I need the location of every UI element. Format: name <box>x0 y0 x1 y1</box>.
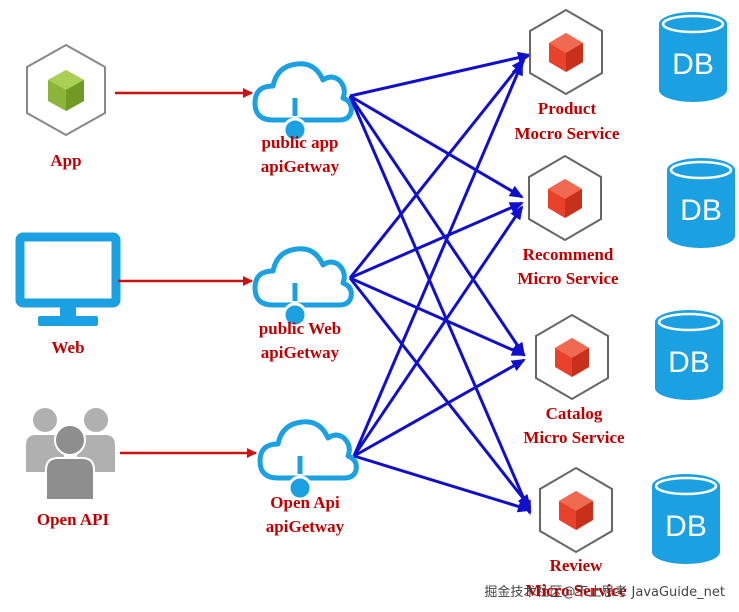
service-box-icon-4 <box>539 466 613 554</box>
client-label-web: Web <box>51 338 84 357</box>
service-3-line2: Micro Service <box>523 428 625 447</box>
database-icon-4: DB <box>652 474 720 564</box>
arrow-gw3-to-recommend <box>352 205 524 457</box>
client-label-app: App <box>50 151 81 170</box>
arrow-gw2-to-catalog <box>349 276 526 357</box>
gateway-1-line2: apiGetway <box>261 157 340 176</box>
gateway-3-line1: Open Api <box>270 493 340 512</box>
watermark-text: 掘金技术社区@不止思考 JavaGuide_net <box>484 584 725 600</box>
service-2-line2: Micro Service <box>517 269 619 288</box>
arrow-gw1-to-review <box>348 95 532 515</box>
arrow-gw3-to-review <box>353 454 532 513</box>
cloud-gateway-icon-2 <box>252 246 354 328</box>
database-icon-2: DB <box>667 158 735 248</box>
service-1-line1: Product <box>538 99 597 118</box>
service-3-line1: Catalog <box>546 404 603 423</box>
gateway-2-line1: public Web <box>259 319 341 338</box>
service-1-line2: Mocro Service <box>515 124 620 143</box>
database-label-3: DB <box>668 346 710 379</box>
gateway-service-arrows <box>348 51 532 515</box>
database-label-2: DB <box>680 194 722 227</box>
service-4-line1: Review <box>550 556 604 575</box>
gateway-2-line2: apiGetway <box>261 343 340 362</box>
service-box-icon-3 <box>535 313 609 401</box>
service-box-icon-1 <box>529 8 603 96</box>
arrow-gw1-to-product <box>349 51 532 98</box>
database-icon-3: DB <box>655 310 723 400</box>
service-box-icon-2 <box>528 154 602 242</box>
database-label-4: DB <box>665 510 707 543</box>
monitor-icon <box>15 232 121 326</box>
arrow-gw3-to-product <box>352 61 524 457</box>
arrow-gw2-to-review <box>348 277 532 509</box>
client-label-open-api: Open API <box>37 510 110 529</box>
arrow-gw2-to-recommend <box>349 201 524 280</box>
gateway-3-line2: apiGetway <box>266 517 345 536</box>
android-box-icon <box>26 43 106 137</box>
arrow-gw1-to-catalog <box>348 95 526 357</box>
arrow-gw3-to-catalog <box>353 358 526 458</box>
database-icon-1: DB <box>659 12 727 102</box>
client-gateway-arrows <box>115 88 257 458</box>
gateway-1-line1: public app <box>261 133 338 152</box>
service-4-line2: Micro Service <box>525 581 627 600</box>
arrow-gw2-to-product <box>348 58 526 279</box>
cloud-gateway-icon-3 <box>257 419 359 501</box>
cloud-gateway-icon-1 <box>252 61 354 143</box>
users-group-icon <box>26 408 115 501</box>
service-2-line1: Recommend <box>523 245 614 264</box>
database-label-1: DB <box>672 48 714 81</box>
arrow-gw1-to-recommend <box>349 94 524 199</box>
